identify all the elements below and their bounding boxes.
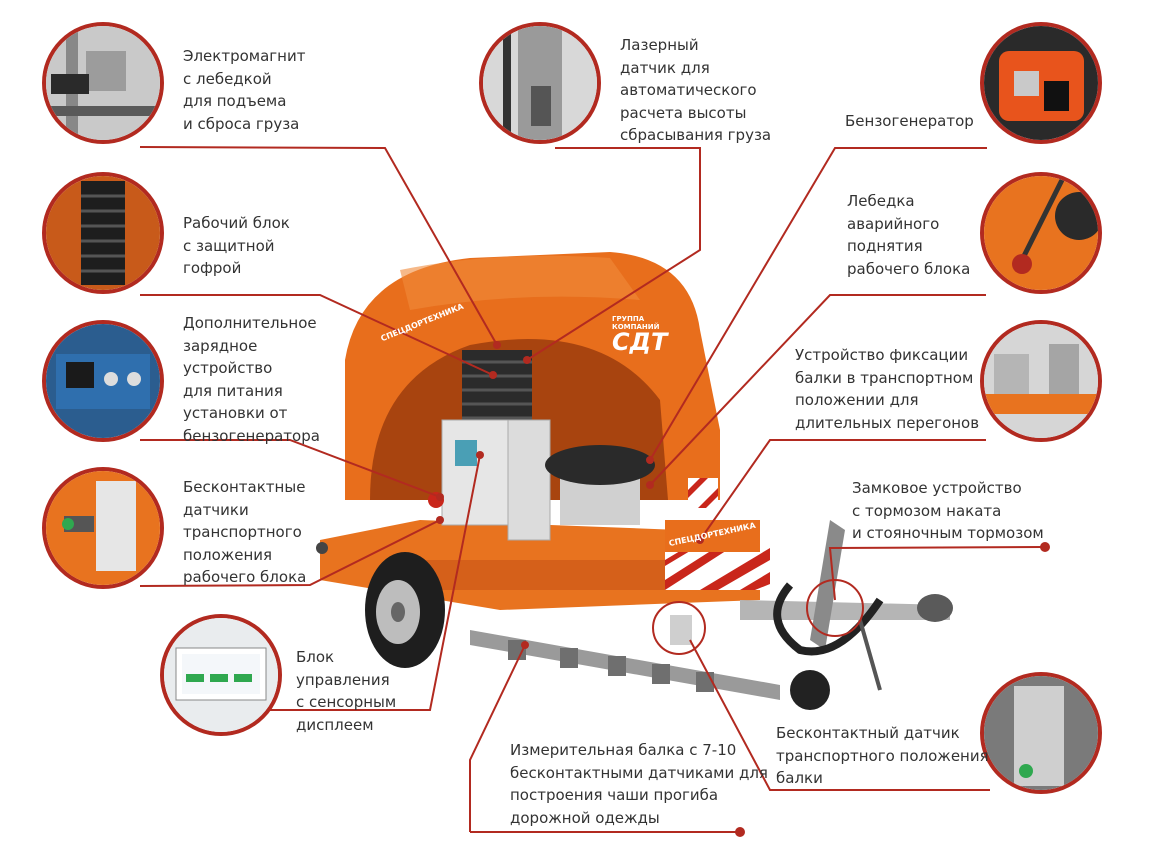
drawbar xyxy=(740,520,953,710)
label-laser: Лазерный датчик для автоматического расч… xyxy=(620,36,772,144)
leader-dots xyxy=(436,341,1050,837)
label-charger: Дополнительное зарядное устройство для п… xyxy=(183,314,320,445)
laser-sensor-icon xyxy=(479,22,601,144)
label-beam-sensor: Бесконтактный датчик транспортного полож… xyxy=(776,724,989,787)
leader-lines xyxy=(139,146,1046,833)
label-beam: Измерительная балка с 7-10 бесконтактным… xyxy=(510,741,768,827)
spare-tyre xyxy=(545,445,655,485)
proximity-sensor-icon xyxy=(42,467,164,589)
trailer-logo: СДТ xyxy=(612,328,668,356)
measuring-beam xyxy=(470,615,780,700)
petrol-generator-icon xyxy=(980,22,1102,144)
label-generator: Бензогенератор xyxy=(845,112,974,130)
warning-plate xyxy=(665,478,770,590)
label-coupling: Замковое устройство с тормозом наката и … xyxy=(852,479,1044,542)
label-control: Блок управления с сенсорным дисплеем xyxy=(296,648,397,734)
label-electromagnet: Электромагнит с лебедкой для подъема и с… xyxy=(183,47,306,133)
beam-proximity-sensor-icon xyxy=(980,672,1102,794)
charger-device-icon xyxy=(42,320,164,442)
label-sensors-block: Бесконтактные датчики транспортного поло… xyxy=(183,478,307,586)
emergency-winch-icon xyxy=(980,172,1102,294)
trailer-brand-right: ГРУППА КОМПАНИЙ xyxy=(612,315,660,331)
electromagnet-winch-icon xyxy=(42,22,164,144)
touch-display-icon xyxy=(160,614,282,736)
label-work-unit: Рабочий блок с защитной гофрой xyxy=(183,214,290,277)
beam-lock-device-icon xyxy=(980,320,1102,442)
label-beam-lock: Устройство фиксации балки в транспортном… xyxy=(795,346,980,432)
label-winch: Лебедка аварийного поднятия рабочего бло… xyxy=(847,192,971,278)
wheel xyxy=(365,552,445,668)
bellows-unit-icon xyxy=(42,172,164,294)
